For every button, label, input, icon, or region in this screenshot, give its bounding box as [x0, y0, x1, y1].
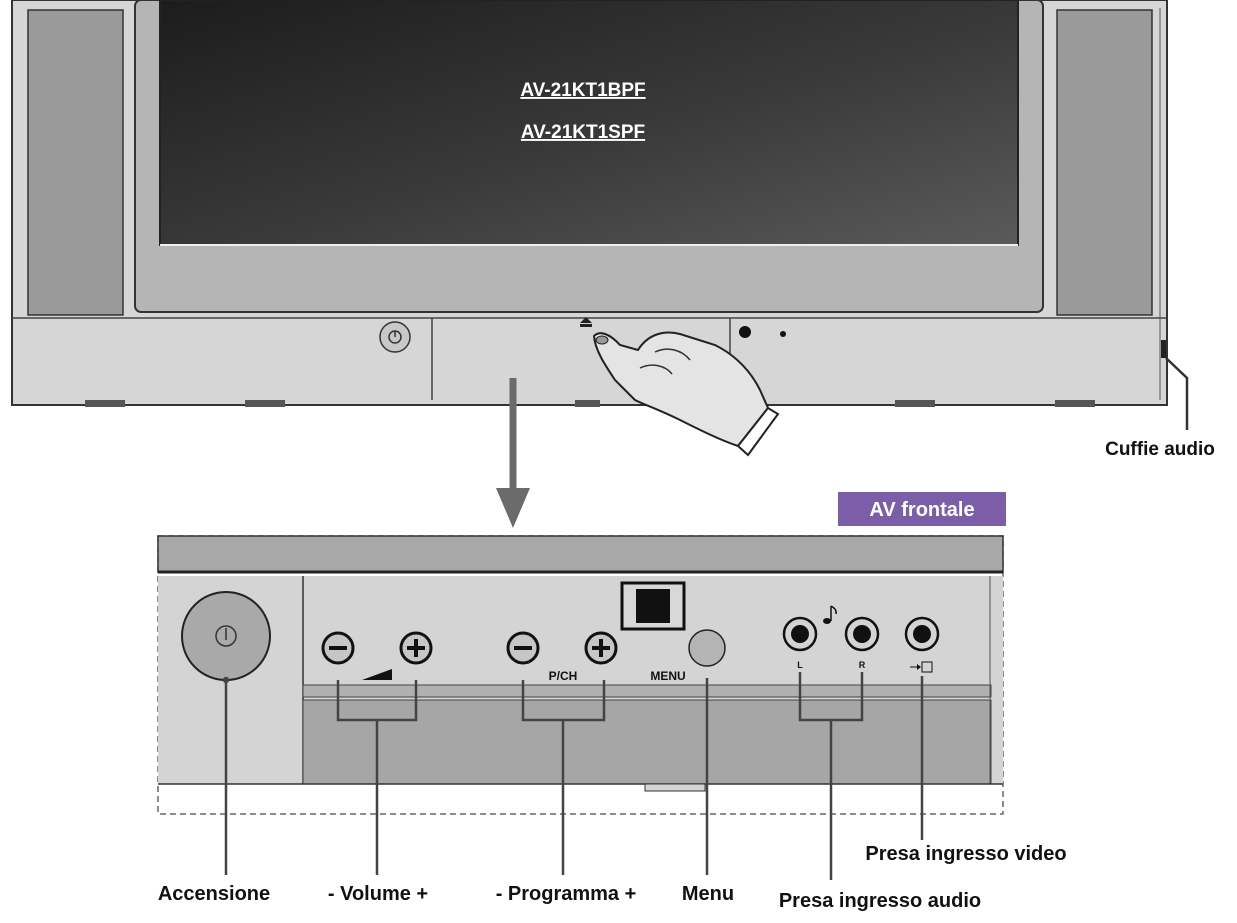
model-name-2: AV-21KT1SPF [521, 122, 645, 143]
minus-icon [514, 646, 532, 650]
volume-ramp-icon [362, 669, 392, 680]
left-speaker [27, 9, 124, 316]
label-headphones: Cuffie audio [1105, 439, 1215, 460]
callout-lines [222, 672, 924, 880]
jack-right-label: R [859, 660, 866, 670]
badge-label: AV frontale [869, 499, 974, 521]
tv-screen [159, 0, 1019, 246]
tv-power-button[interactable] [379, 321, 411, 353]
label-audio-in: Presa ingresso audio [779, 890, 981, 912]
plus-icon [407, 639, 425, 657]
video-in-icon [910, 661, 933, 673]
jack-left-label: L [797, 660, 803, 670]
power-button[interactable] [181, 591, 271, 681]
program-minus-button[interactable] [506, 631, 540, 665]
label-program: - Programma + [496, 883, 637, 905]
zoom-arrow [496, 378, 530, 528]
volume-minus-button[interactable] [321, 631, 355, 665]
label-power: Accensione [158, 883, 270, 905]
tv-headphone-jack [739, 326, 751, 338]
label-menu: Menu [682, 883, 734, 905]
volume-plus-button[interactable] [399, 631, 433, 665]
front-panel-detail [157, 535, 1004, 815]
eject-icon [580, 317, 592, 327]
tv-body [11, 0, 1168, 407]
video-jack[interactable] [904, 616, 940, 652]
ir-sensor-window [620, 581, 686, 631]
pch-label: P/CH [549, 669, 578, 683]
program-plus-button[interactable] [584, 631, 618, 665]
audio-jack-right[interactable] [844, 616, 880, 652]
power-icon [215, 625, 237, 647]
menu-button[interactable] [688, 629, 726, 667]
label-volume: - Volume + [328, 883, 428, 905]
label-video-in: Presa ingresso video [865, 843, 1066, 865]
headphones-callout [1165, 357, 1189, 430]
menu-label: MENU [650, 669, 685, 683]
av-frontale-badge: AV frontale [838, 492, 1006, 526]
minus-icon [329, 646, 347, 650]
model-name-1: AV-21KT1BPF [520, 80, 645, 101]
plus-icon [592, 639, 610, 657]
audio-jack-left[interactable] [782, 616, 818, 652]
pointing-hand-icon [592, 331, 780, 457]
music-note-icon [823, 605, 837, 624]
right-speaker [1056, 9, 1153, 316]
